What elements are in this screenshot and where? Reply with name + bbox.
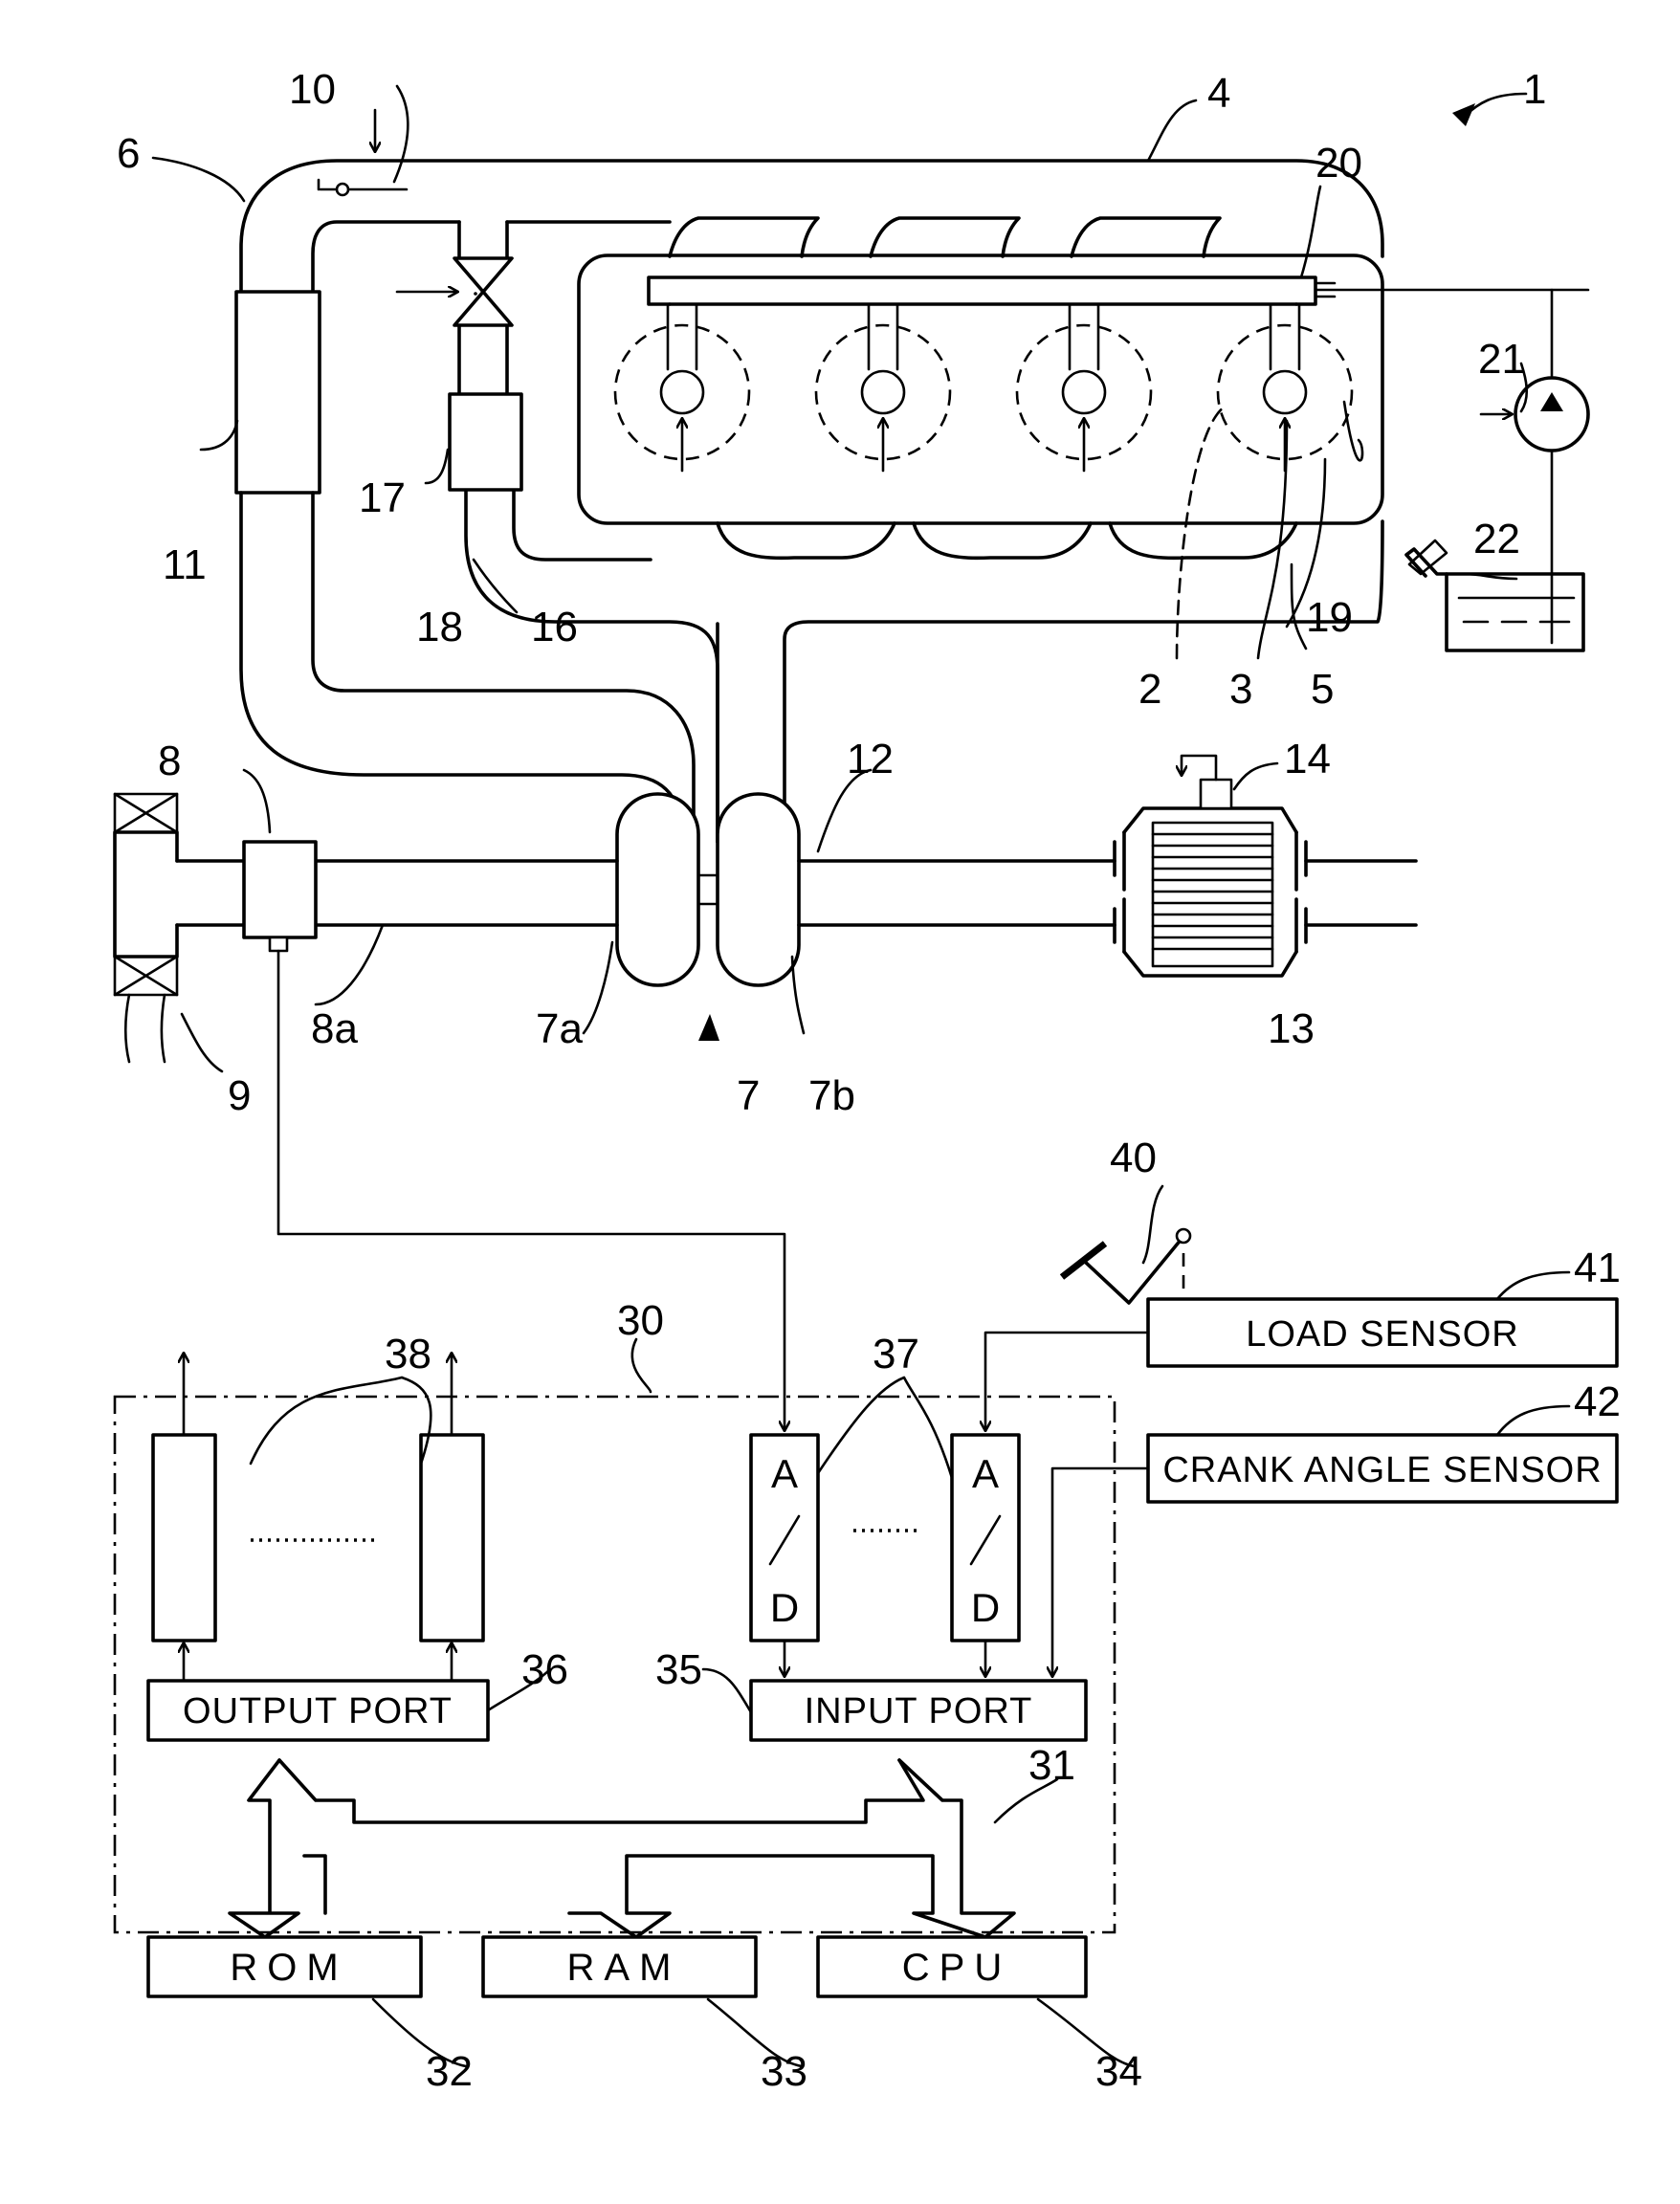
egr-cooler <box>450 394 521 490</box>
label-18: 18 <box>416 604 463 650</box>
label-5: 5 <box>1311 666 1334 713</box>
label-7a: 7a <box>536 1005 583 1052</box>
label-38: 38 <box>385 1331 431 1378</box>
label-42: 42 <box>1574 1378 1621 1425</box>
ram-label: RAM <box>567 1947 681 1989</box>
drive-circuits <box>153 1354 483 1679</box>
label-34: 34 <box>1095 2048 1142 2095</box>
label-33: 33 <box>761 2048 807 2095</box>
label-17: 17 <box>359 474 406 521</box>
box-texts: LOAD SENSOR CRANK ANGLE SENSOR OUTPUT PO… <box>183 1314 1603 1989</box>
label-36: 36 <box>521 1646 568 1693</box>
air-cleaner <box>115 794 177 1062</box>
label-7: 7 <box>737 1072 760 1119</box>
label-2: 2 <box>1138 666 1161 713</box>
bidirectional-bus <box>230 1760 1014 1937</box>
ad2-a-label: A <box>972 1451 999 1496</box>
label-35: 35 <box>655 1646 702 1693</box>
airflow-meter <box>244 842 316 951</box>
ad1-a-label: A <box>771 1451 798 1496</box>
label-19: 19 <box>1306 594 1353 641</box>
label-41: 41 <box>1574 1245 1621 1291</box>
label-30: 30 <box>617 1297 664 1344</box>
label-40: 40 <box>1110 1135 1157 1181</box>
label-7b: 7b <box>808 1072 855 1119</box>
label-1: 1 <box>1523 66 1546 113</box>
label-8a: 8a <box>311 1005 358 1052</box>
egr-valve <box>397 258 512 325</box>
leader-lines <box>153 86 1569 2066</box>
label-4: 4 <box>1207 70 1230 117</box>
label-12: 12 <box>847 736 894 782</box>
label-37: 37 <box>873 1331 919 1378</box>
catalyst-converter <box>1115 756 1306 976</box>
label-8: 8 <box>158 738 181 784</box>
label-14: 14 <box>1284 736 1331 782</box>
accelerator-pedal <box>1062 1229 1190 1303</box>
rom-label: ROM <box>230 1947 347 1989</box>
label-3: 3 <box>1229 666 1252 713</box>
label-16: 16 <box>531 604 578 650</box>
label-11: 11 <box>163 541 207 588</box>
turbocharger <box>617 794 799 985</box>
label-6: 6 <box>117 130 140 177</box>
cylinders <box>615 325 1352 471</box>
ad1-d-label: D <box>770 1585 799 1630</box>
exhaust-pipe <box>799 861 1416 925</box>
load-sensor-label: LOAD SENSOR <box>1246 1314 1519 1355</box>
common-rail <box>649 277 1588 369</box>
label-32: 32 <box>426 2048 473 2095</box>
intake-pipe <box>241 493 681 842</box>
label-9: 9 <box>228 1072 251 1119</box>
label-22: 22 <box>1473 516 1520 562</box>
label-10: 10 <box>289 66 336 113</box>
crank-angle-sensor-label: CRANK ANGLE SENSOR <box>1162 1450 1602 1490</box>
intercooler <box>236 292 320 493</box>
label-31: 31 <box>1028 1742 1075 1789</box>
output-port-label: OUTPUT PORT <box>183 1691 453 1731</box>
input-port-label: INPUT PORT <box>805 1691 1033 1731</box>
label-21: 21 <box>1478 336 1525 383</box>
ad2-d-label: D <box>971 1585 1000 1630</box>
exhaust-manifold <box>718 521 1382 842</box>
label-13: 13 <box>1268 1005 1315 1052</box>
label-20: 20 <box>1315 140 1362 187</box>
cpu-label: CPU <box>902 1947 1011 1989</box>
